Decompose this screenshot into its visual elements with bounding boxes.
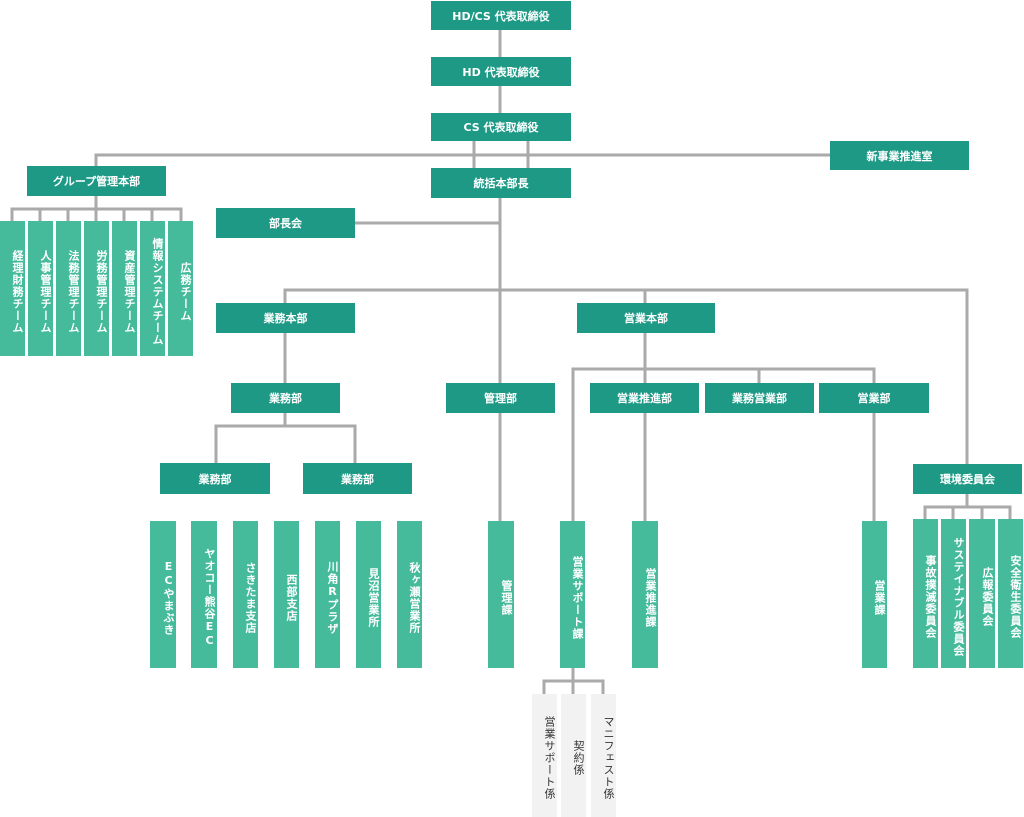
business-sales-dept-box: 業務営業部 — [705, 383, 814, 413]
team-box: 人事管理チーム — [28, 221, 53, 356]
support-staff-box: 営業サポート係 — [532, 694, 557, 817]
admin-section-box: 管理課 — [488, 521, 514, 668]
sales-dept-box: 営業部 — [819, 383, 929, 413]
hd-cs-ceo-box: HD/CS 代表取締役 — [431, 1, 571, 30]
team-box: 法務管理チーム — [56, 221, 81, 356]
business-unit-box: 秋ヶ瀬営業所 — [397, 521, 422, 668]
business-unit-box: さきたま支店 — [233, 521, 258, 668]
cs-ceo-box: CS 代表取締役 — [431, 113, 571, 141]
team-box: 情報システムチーム — [140, 221, 165, 356]
sales-hq-box: 営業本部 — [577, 303, 715, 333]
business-subdept-b-box: 業務部 — [303, 463, 412, 494]
admin-dept-box: 管理部 — [446, 383, 555, 413]
team-box: 経理財務チーム — [0, 221, 25, 356]
managers-meeting-box: 部長会 — [216, 208, 355, 238]
hd-ceo-box: HD 代表取締役 — [431, 57, 571, 86]
team-box: 労務管理チーム — [84, 221, 109, 356]
team-box: 資産管理チーム — [112, 221, 137, 356]
support-staff-box: 契約係 — [561, 694, 586, 817]
committee-box: 広報委員会 — [969, 519, 995, 668]
sales-promotion-dept-box: 営業推進部 — [590, 383, 699, 413]
committee-box: 安全衛生委員会 — [998, 519, 1023, 668]
business-unit-box: ECやまぶき — [150, 521, 176, 668]
committee-box: 事故撲滅委員会 — [913, 519, 938, 668]
environment-committee-box: 環境委員会 — [913, 464, 1022, 494]
sales-support-section-box: 営業サポート課 — [560, 521, 585, 668]
business-dept-box: 業務部 — [231, 383, 340, 413]
sales-promotion-section-box: 営業推進課 — [632, 521, 658, 668]
business-unit-box: 見沼営業所 — [356, 521, 381, 668]
business-hq-box: 業務本部 — [216, 303, 355, 333]
support-staff-box: マニフェスト係 — [591, 694, 616, 817]
business-unit-box: 西部支店 — [274, 521, 299, 668]
business-unit-box: ヤオコー熊谷EC — [191, 521, 217, 668]
team-box: 広務チーム — [168, 221, 193, 356]
hq-director-box: 統括本部長 — [431, 168, 571, 198]
new-business-office-box: 新事業推進室 — [830, 141, 969, 170]
committee-box: サステイナブル委員会 — [941, 519, 966, 668]
group-management-hq-box: グループ管理本部 — [27, 166, 166, 196]
business-subdept-a-box: 業務部 — [160, 463, 270, 494]
business-unit-box: 川角Rプラザ — [315, 521, 340, 668]
sales-section-box: 営業課 — [862, 521, 887, 668]
